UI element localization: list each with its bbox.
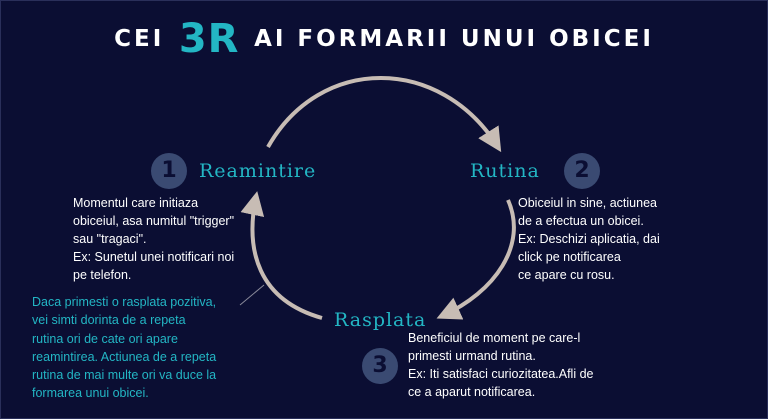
note-line: vei simti dorinta de a repeta: [32, 313, 186, 328]
step-2-badge: 2: [564, 153, 600, 189]
step-1-label: Reamintire: [199, 160, 317, 182]
arrow-reamintire-to-rutina: [266, 76, 502, 153]
description-line: Beneficiul de moment pe care-l: [408, 331, 581, 345]
description-line: de a efectua un obicei.: [518, 214, 644, 228]
description-line: Ex: Deschizi aplicatia, dai: [518, 232, 660, 246]
description-line: obiceiul, asa numitul "trigger": [73, 214, 235, 228]
step-3-label: Rasplata: [334, 309, 427, 331]
description-line: click pe notificarea: [518, 250, 621, 264]
step-1-description: Momentul care initiaza obiceiul, asa num…: [73, 194, 234, 284]
description-line: primesti urmand rutina.: [408, 349, 536, 363]
arrow-rutina-to-rasplata: [436, 199, 516, 320]
note-connector-line: [239, 284, 265, 306]
step-1-badge: 1: [151, 153, 187, 189]
step-3-description: Beneficiul de moment pe care-l primesti …: [408, 329, 594, 401]
title-suffix: AI FORMARII UNUI OBICEI: [254, 26, 654, 52]
note-line: reamintirea. Actiunea de a repeta: [32, 349, 217, 364]
title-highlight: 3R: [178, 16, 240, 62]
title-prefix: CEI: [114, 26, 165, 52]
step-2-description: Obiceiul in sine, actiunea de a efectua …: [518, 194, 660, 284]
description-line: ce apare cu rosu.: [518, 268, 615, 282]
step-2-label: Rutina: [470, 160, 540, 182]
description-line: Ex: Iti satisfaci curiozitatea.Afli de: [408, 367, 594, 381]
arrow-rasplata-to-reamintire: [240, 191, 323, 320]
description-line: Momentul care initiaza: [73, 196, 199, 210]
description-line: sau "tragaci".: [73, 232, 147, 246]
page-title: CEI 3R AI FORMARII UNUI OBICEI: [0, 16, 768, 62]
note-line: rutina de mai multe ori va duce la: [32, 368, 217, 383]
step-3-badge: 3: [362, 348, 398, 384]
description-line: ce a aparut notificarea.: [408, 385, 536, 399]
note-line: formarea unui obicei.: [32, 386, 149, 401]
description-line: Obiceiul in sine, actiunea: [518, 196, 657, 210]
note-line: Daca primesti o rasplata pozitiva,: [32, 295, 217, 309]
note-line: rutina ori de cate ori apare: [32, 331, 178, 346]
habit-note: Daca primesti o rasplata pozitiva, vei s…: [32, 293, 216, 403]
description-line: Ex: Sunetul unei notificari noi: [73, 250, 235, 264]
description-line: pe telefon.: [73, 268, 132, 282]
